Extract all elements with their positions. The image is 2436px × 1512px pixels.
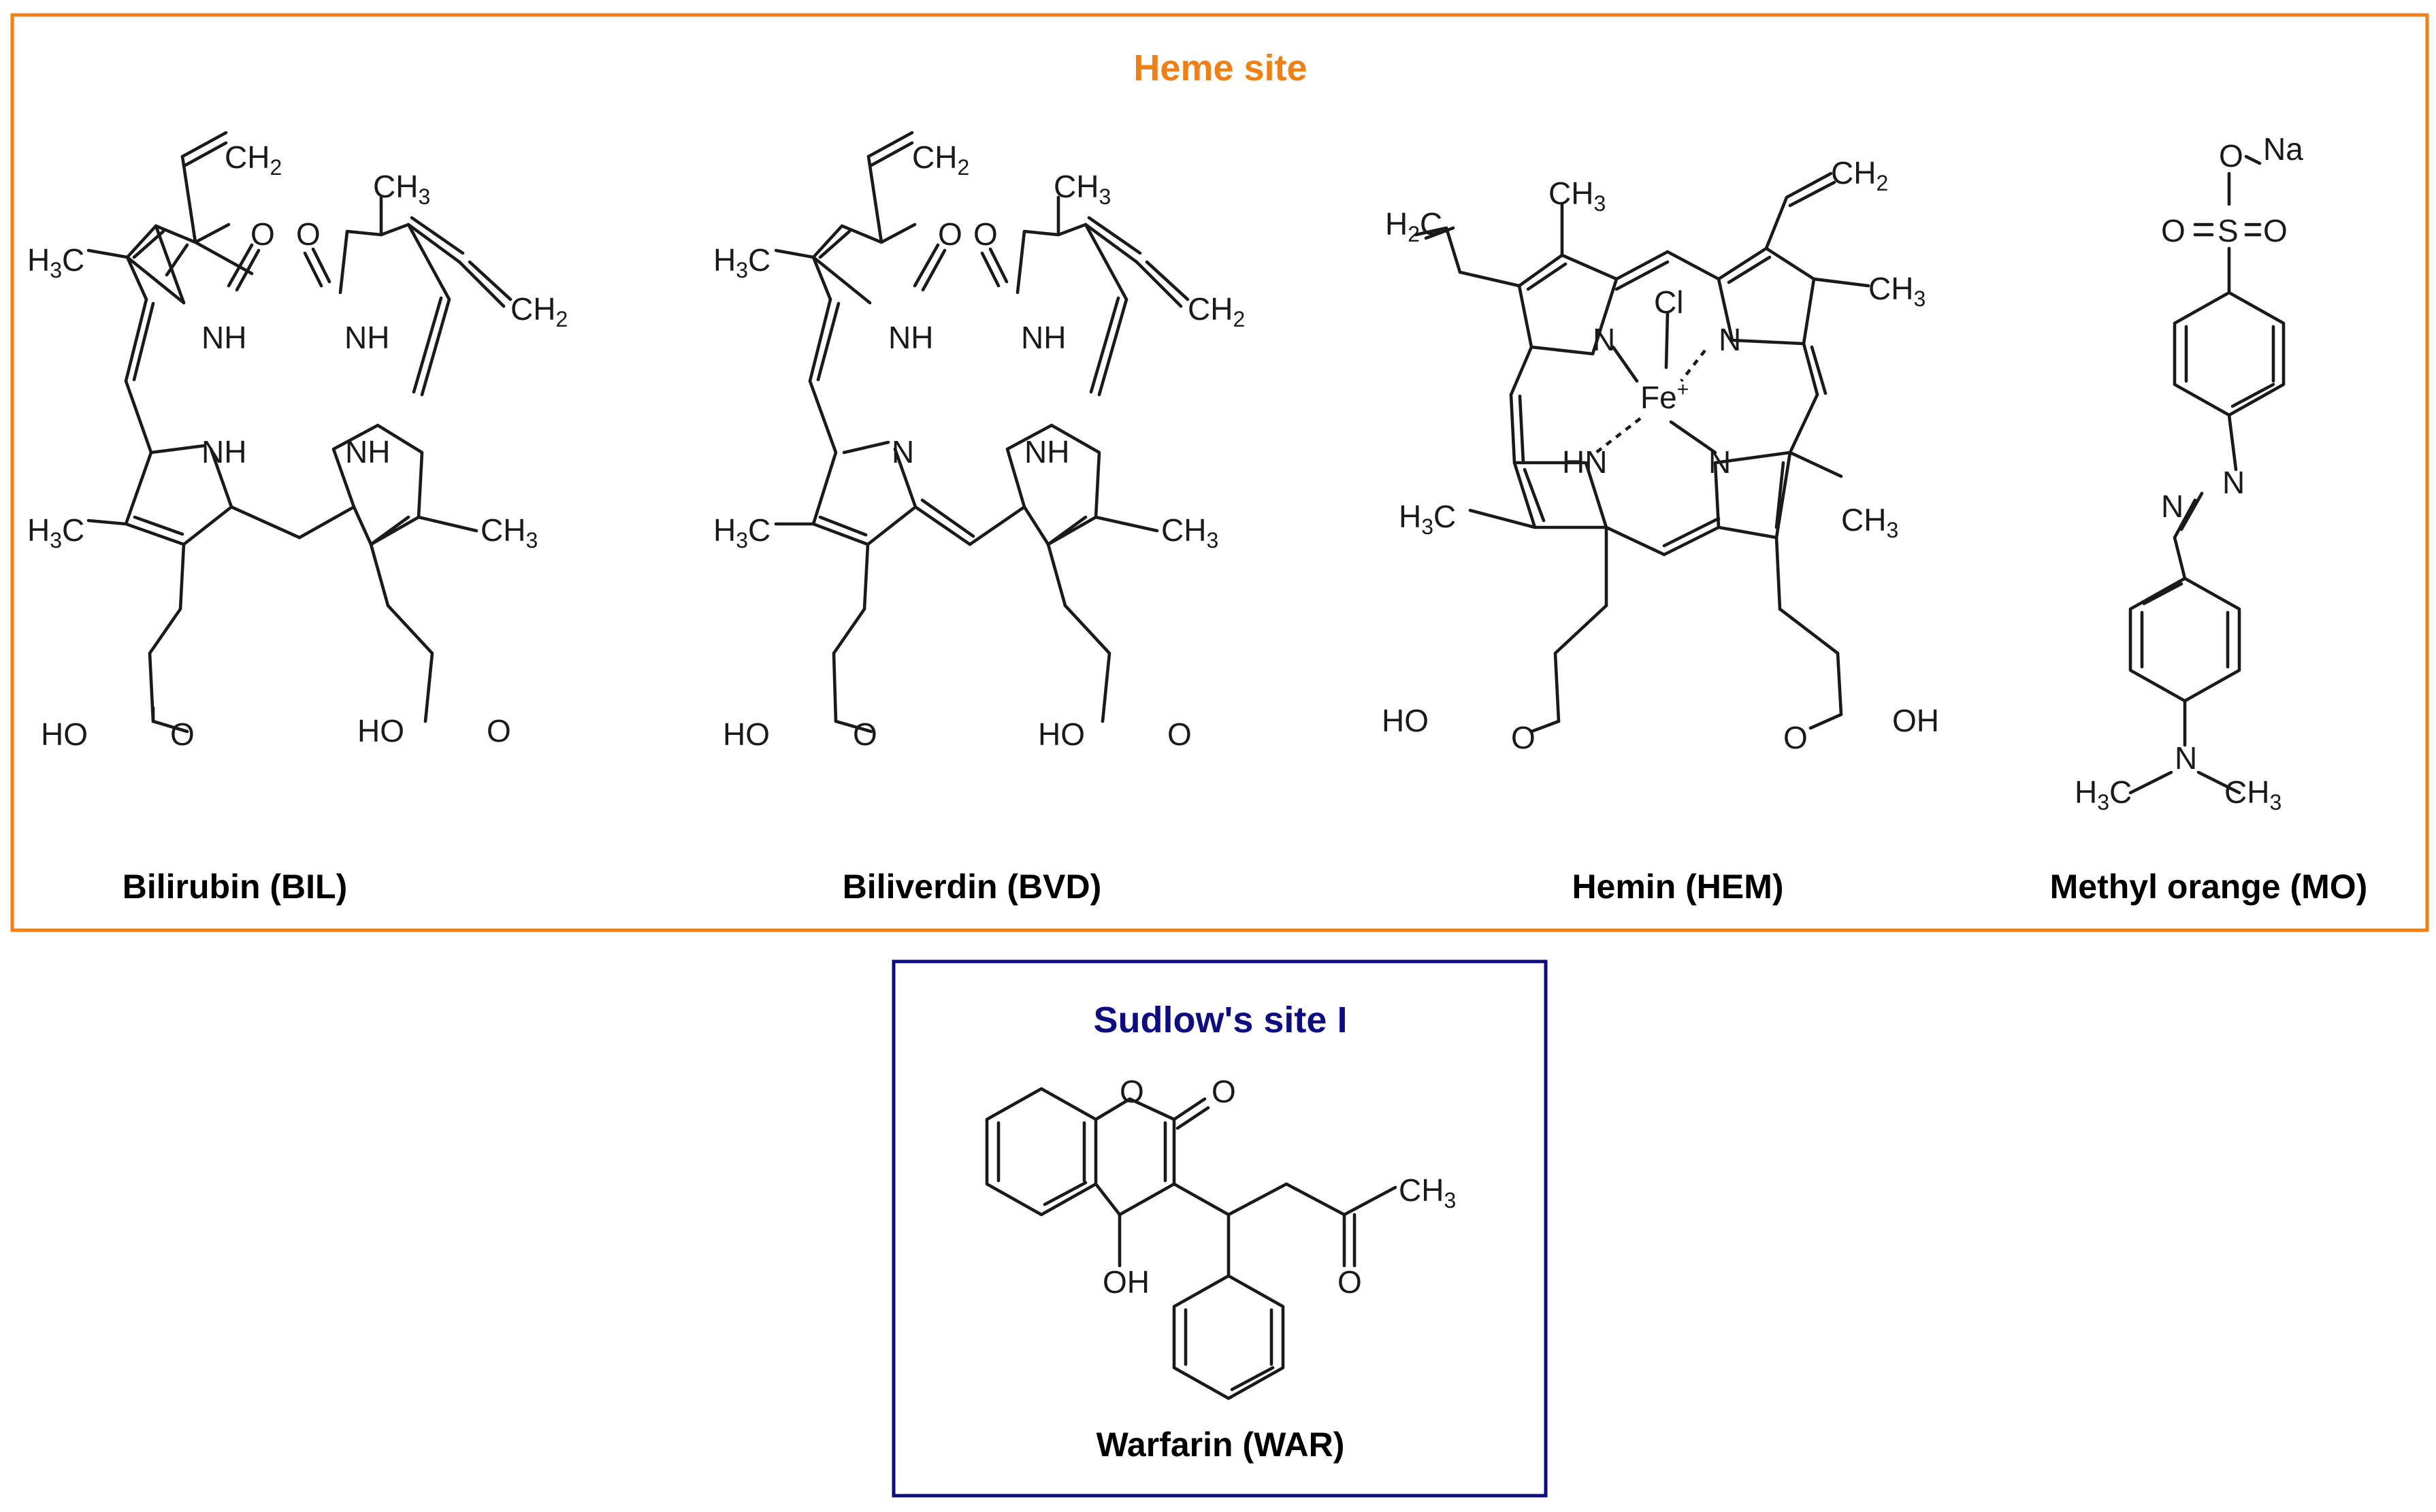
svg-text:NH: NH xyxy=(1024,434,1069,470)
svg-text:CH3: CH3 xyxy=(481,512,538,553)
svg-text:CH2: CH2 xyxy=(912,139,969,180)
svg-text:HO: HO xyxy=(1038,717,1085,752)
svg-text:CH3: CH3 xyxy=(1054,169,1111,209)
svg-text:NH: NH xyxy=(888,320,933,355)
svg-text:O: O xyxy=(1212,1074,1236,1109)
svg-text:N: N xyxy=(1708,444,1731,480)
hemin-atom-labels: CH3 H2C CH2 CH3 Cl N N Fe+ HN N H3C CH3 … xyxy=(1382,155,1939,755)
svg-text:Na: Na xyxy=(2263,131,2303,167)
bilirubin-caption: Bilirubin (BIL) xyxy=(123,868,348,906)
svg-text:NH: NH xyxy=(345,434,390,470)
svg-text:O: O xyxy=(170,717,195,752)
svg-text:O: O xyxy=(1511,720,1536,755)
svg-text:O: O xyxy=(487,713,511,749)
svg-text:CH3: CH3 xyxy=(1399,1172,1456,1213)
svg-text:H2C: H2C xyxy=(1385,206,1442,246)
hemin-caption: Hemin (HEM) xyxy=(1572,868,1783,906)
svg-text:CH2: CH2 xyxy=(510,291,568,331)
svg-text:CH3: CH3 xyxy=(1841,502,1898,542)
svg-text:O: O xyxy=(250,216,275,252)
svg-text:O: O xyxy=(296,216,321,252)
svg-text:CH3: CH3 xyxy=(373,169,430,209)
svg-text:HO: HO xyxy=(723,717,770,752)
svg-text:O: O xyxy=(2161,213,2186,248)
svg-text:HO: HO xyxy=(41,717,88,752)
svg-text:O: O xyxy=(853,717,877,752)
svg-text:O: O xyxy=(1337,1264,1362,1300)
warfarin-structure xyxy=(985,1087,1397,1400)
svg-text:NH: NH xyxy=(344,320,389,355)
bilirubin-structure xyxy=(86,131,513,734)
warfarin-caption: Warfarin (WAR) xyxy=(1097,1426,1345,1464)
svg-text:N: N xyxy=(2161,489,2183,524)
svg-text:N: N xyxy=(1593,322,1615,357)
svg-text:HO: HO xyxy=(357,713,404,749)
svg-text:H3C: H3C xyxy=(713,512,770,553)
svg-text:CH3: CH3 xyxy=(2224,774,2281,815)
svg-text:N: N xyxy=(2175,740,2197,776)
sudlow-site-box xyxy=(892,959,1548,1498)
svg-text:H3C: H3C xyxy=(27,512,84,553)
svg-text:N: N xyxy=(892,434,914,470)
methyl-orange-atom-labels: O Na O S O N N N H3C CH3 xyxy=(2075,131,2303,815)
svg-text:O: O xyxy=(1783,720,1808,755)
svg-text:OH: OH xyxy=(1892,703,1939,738)
svg-text:Fe+: Fe+ xyxy=(1640,378,1689,415)
methyl-orange-structure xyxy=(2128,154,2286,795)
biliverdin-atom-labels: CH2 CH3 CH2 H3C O O NH NH N NH H3C CH3 H… xyxy=(713,139,1245,752)
svg-text:NH: NH xyxy=(1021,320,1066,355)
svg-text:CH2: CH2 xyxy=(1831,155,1888,195)
svg-text:CH2: CH2 xyxy=(1188,291,1245,331)
svg-text:NH: NH xyxy=(201,320,246,355)
svg-text:O: O xyxy=(2263,213,2288,248)
warfarin-atom-labels: O O CH3 O OH xyxy=(1103,1074,1456,1300)
svg-text:O: O xyxy=(938,216,962,252)
svg-text:NH: NH xyxy=(201,434,246,470)
svg-text:CH3: CH3 xyxy=(1868,271,1926,311)
biliverdin-caption: Biliverdin (BVD) xyxy=(843,868,1102,906)
biliverdin-structure xyxy=(774,131,1190,734)
heme-site-box xyxy=(10,13,2429,932)
svg-text:H3C: H3C xyxy=(1399,499,1456,539)
heme-site-title: Heme site xyxy=(1133,48,1307,88)
svg-text:O: O xyxy=(973,216,998,252)
svg-text:H3C: H3C xyxy=(713,242,770,282)
svg-text:CH2: CH2 xyxy=(225,139,282,180)
svg-text:O: O xyxy=(2219,138,2243,174)
svg-text:S: S xyxy=(2218,213,2239,248)
hemin-structure xyxy=(1414,171,1870,734)
svg-text:H3C: H3C xyxy=(27,242,84,282)
svg-text:N: N xyxy=(1719,322,1741,357)
svg-text:Cl: Cl xyxy=(1654,284,1683,320)
svg-text:O: O xyxy=(1167,717,1192,752)
svg-text:O: O xyxy=(1120,1074,1144,1109)
svg-text:N: N xyxy=(2222,465,2245,500)
svg-text:OH: OH xyxy=(1103,1264,1150,1300)
svg-text:H3C: H3C xyxy=(2075,774,2132,815)
svg-text:HN: HN xyxy=(1562,444,1607,480)
svg-text:CH3: CH3 xyxy=(1161,512,1218,553)
bilirubin-atom-labels: CH2 CH3 CH2 H3C O O NH NH NH NH H3C CH3 … xyxy=(27,139,568,752)
svg-text:HO: HO xyxy=(1382,703,1429,738)
sudlow-site-title: Sudlow's site I xyxy=(1094,1000,1348,1040)
svg-text:CH3: CH3 xyxy=(1548,176,1606,216)
methyl-orange-caption: Methyl orange (MO) xyxy=(2050,868,2368,906)
